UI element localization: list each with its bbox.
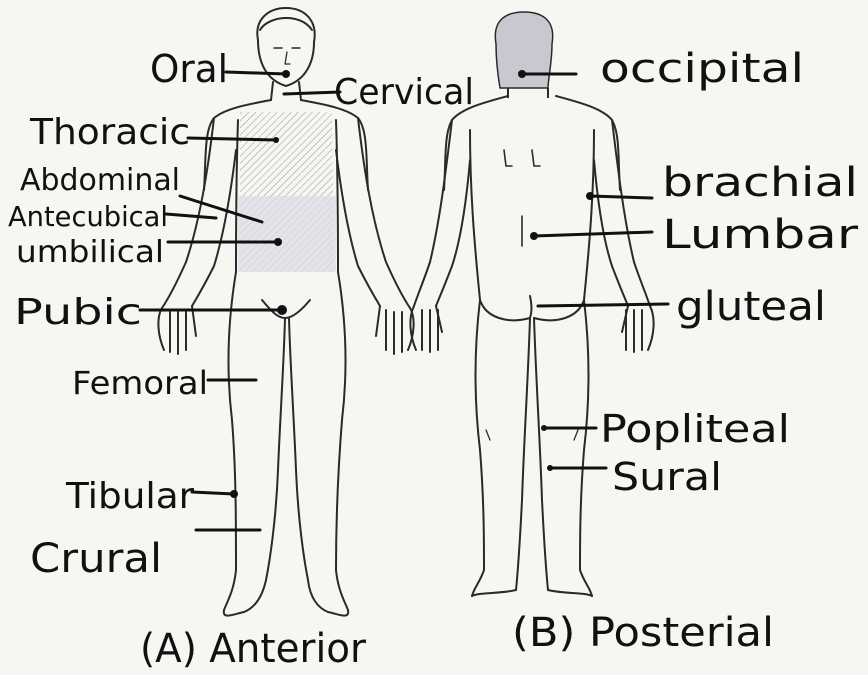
caption-posterior: (B) Posterial [512, 610, 774, 656]
label-abdominal: Abdominal [20, 163, 180, 198]
label-tibular: Tibular [65, 476, 194, 517]
anterior-legs [224, 272, 348, 610]
leader-brachial [590, 196, 652, 198]
leader-lumbar [534, 232, 652, 236]
posterior-figure [410, 96, 653, 596]
label-thoracic: Thoracic [29, 112, 190, 153]
posterior-feet [472, 590, 592, 596]
label-femoral: Femoral [72, 364, 208, 402]
leader-gluteal [538, 304, 668, 306]
label-cervical: Cervical [334, 72, 474, 113]
anterior-abdomen-shading [238, 196, 336, 272]
label-crural: Crural [30, 536, 162, 582]
posterior-legs [472, 300, 592, 596]
anterior-left-hand [158, 306, 196, 354]
posterior-left-hand [410, 306, 442, 352]
leader-cervical [284, 92, 340, 94]
anterior-neck [271, 82, 301, 100]
label-umbilical: umbilical [16, 235, 164, 270]
anterior-right-arm [336, 118, 410, 308]
leader-lines [140, 72, 668, 530]
leader-tibular [192, 492, 234, 494]
label-lumbar: Lumbar [662, 212, 859, 258]
anterior-feet [224, 580, 348, 616]
posterior-left-arm [414, 120, 470, 306]
label-popliteal: Popliteal [600, 407, 790, 451]
posterior-right-hand [622, 306, 654, 352]
label-antecubital: Antecubical [8, 200, 168, 233]
posterior-labels: occipital brachial Lumbar gluteal Poplit… [512, 46, 859, 656]
anterior-right-hand [376, 306, 414, 354]
label-oral: Oral [150, 47, 228, 91]
label-occipital: occipital [600, 46, 804, 92]
label-pubic: Pubic [14, 292, 142, 333]
leader-thoracic [188, 138, 276, 140]
posterior-buttocks [480, 296, 584, 320]
caption-anterior: (A) Anterior [140, 626, 367, 672]
label-sural: Sural [612, 455, 722, 499]
label-brachial: brachial [662, 160, 858, 206]
posterior-right-arm [594, 120, 650, 306]
anterior-hair [260, 18, 312, 30]
label-gluteal: gluteal [676, 284, 826, 330]
leader-antecubital [166, 214, 216, 218]
leader-oral [226, 72, 286, 74]
